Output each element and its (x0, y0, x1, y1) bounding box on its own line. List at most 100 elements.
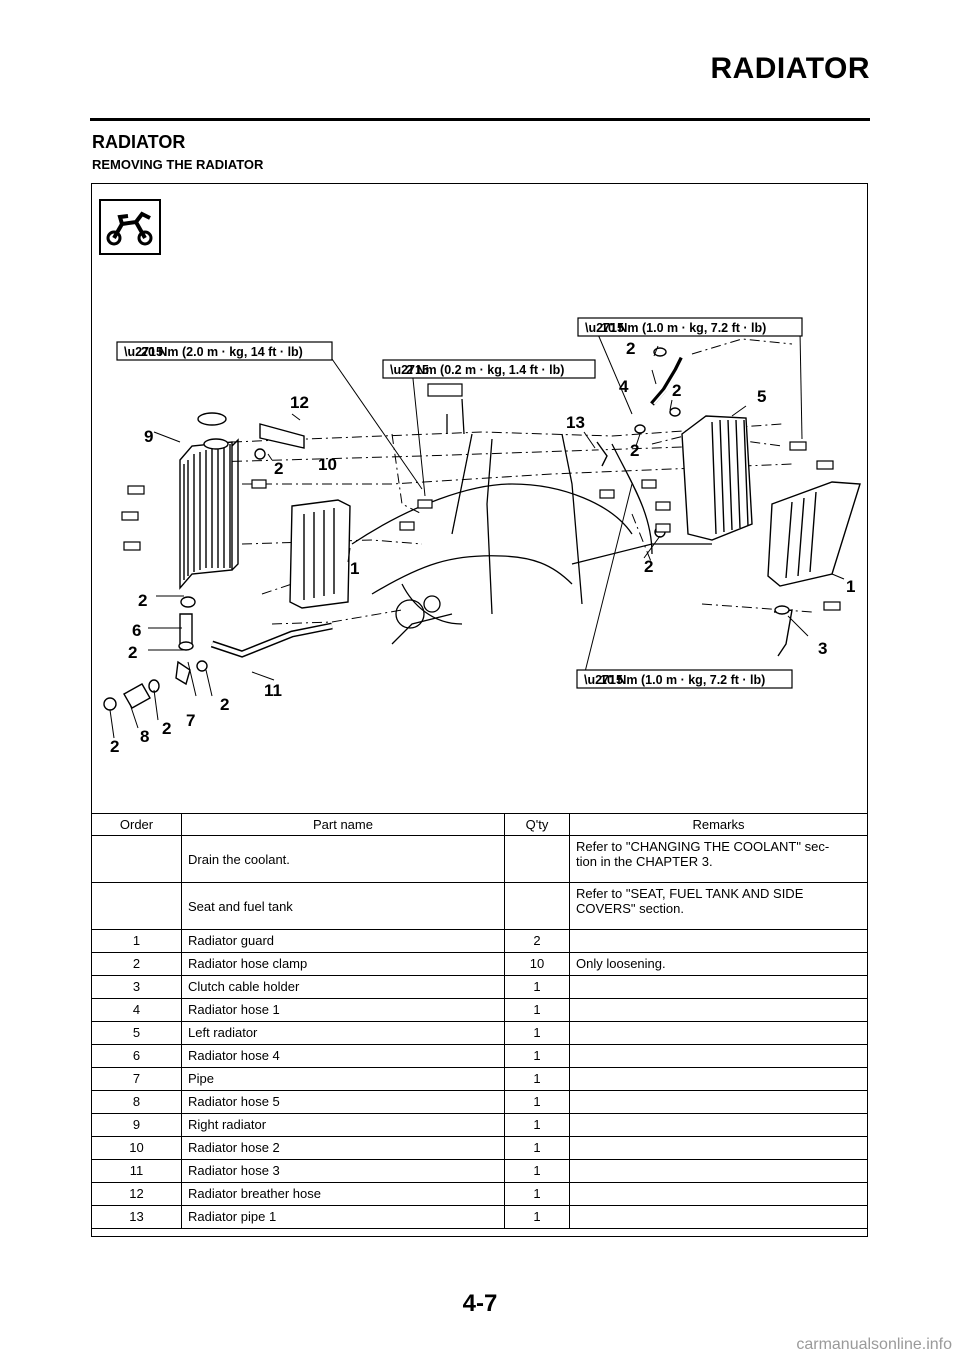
callout-13: 13 (566, 413, 585, 432)
order-cell: 11 (91, 1159, 182, 1183)
torque-spec-text: 20 Nm (2.0 m · kg, 14 ft · lb) (141, 345, 303, 359)
order-cell: 4 (91, 998, 182, 1022)
remarks-cell (569, 1067, 868, 1091)
torque-spec-text: 2 Nm (0.2 m · kg, 1.4 ft · lb) (406, 363, 564, 377)
remarks-cell (569, 1159, 868, 1183)
callout-1: 1 (846, 577, 855, 596)
table-header-row: Order Part name Q'ty Remarks (91, 813, 868, 836)
part-name-cell: Radiator hose 5 (181, 1090, 505, 1114)
section-subtitle: REMOVING THE RADIATOR (92, 157, 264, 172)
svg-text:\u2715: \u2715 (124, 345, 163, 359)
watermark: carmanualsonline.info (796, 1336, 952, 1353)
callout-2: 2 (644, 557, 653, 576)
column-header: Order (91, 813, 182, 836)
torque-spec-text: 10 Nm (1.0 m · kg, 7.2 ft · lb) (601, 321, 766, 335)
callout-10: 10 (318, 455, 337, 474)
remarks-cell: Only loosening. (569, 952, 868, 976)
remarks-cell (569, 1113, 868, 1137)
column-header: Part name (181, 813, 505, 836)
callout-8: 8 (140, 727, 149, 746)
qty-cell: 1 (504, 1182, 570, 1206)
radiator-guard-right-drawing (289, 499, 351, 609)
part-name-cell: Radiator guard (181, 929, 505, 953)
svg-text:\u2715: \u2715 (390, 363, 429, 377)
callout-2: 2 (128, 643, 137, 662)
part-name-cell: Drain the coolant. (181, 835, 505, 883)
page-number: 4-7 (462, 1290, 498, 1317)
order-cell: 1 (91, 929, 182, 953)
part-name-cell: Radiator hose 4 (181, 1044, 505, 1068)
order-cell: 13 (91, 1205, 182, 1229)
callout-numbers: 12 9 2 10 1 2 6 2 11 2 7 2 8 2 2 4 2 5 1… (110, 339, 855, 756)
order-cell: 10 (91, 1136, 182, 1160)
callout-2: 2 (138, 591, 147, 610)
svg-text:\u2715: \u2715 (585, 321, 624, 335)
callout-6: 6 (132, 621, 141, 640)
qty-cell: 1 (504, 1205, 570, 1229)
remarks-cell (569, 1044, 868, 1068)
part-name-cell: Radiator pipe 1 (181, 1205, 505, 1229)
remarks-cell (569, 1205, 868, 1229)
callout-2: 2 (274, 459, 283, 478)
right-radiator-drawing (179, 412, 239, 590)
remarks-cell: Refer to "SEAT, FUEL TANK AND SIDE COVER… (569, 882, 868, 930)
qty-cell: 1 (504, 998, 570, 1022)
page-header-title: RADIATOR (710, 52, 870, 85)
part-name-cell: Radiator hose 1 (181, 998, 505, 1022)
callout-9: 9 (144, 427, 153, 446)
qty-cell: 10 (504, 952, 570, 976)
radiator-guard-left-drawing (767, 481, 861, 587)
qty-cell: 1 (504, 1090, 570, 1114)
qty-cell: 1 (504, 1044, 570, 1068)
remarks-cell (569, 975, 868, 999)
part-name-cell: Pipe (181, 1067, 505, 1091)
remarks-cell: Refer to "CHANGING THE COOLANT" sec- tio… (569, 835, 868, 883)
torque-spec-box-2nm: \u2715 2 Nm (0.2 m · kg, 1.4 ft · lb) (382, 359, 596, 379)
callout-2: 2 (110, 737, 119, 756)
part-name-cell: Clutch cable holder (181, 975, 505, 999)
part-name-cell: Radiator hose 3 (181, 1159, 505, 1183)
part-name-cell: Right radiator (181, 1113, 505, 1137)
order-cell: 6 (91, 1044, 182, 1068)
qty-cell: 1 (504, 1159, 570, 1183)
qty-cell: 1 (504, 1021, 570, 1045)
callout-2: 2 (626, 339, 635, 358)
remarks-cell (569, 998, 868, 1022)
svg-text:\u2715: \u2715 (584, 673, 623, 687)
order-cell (91, 882, 182, 930)
callout-1: 1 (350, 559, 359, 578)
parts-table: Order Part name Q'ty Remarks Drain the c… (91, 813, 868, 1229)
callout-11: 11 (264, 681, 282, 700)
section-title: RADIATOR (92, 132, 186, 152)
remarks-cell (569, 1182, 868, 1206)
order-cell: 3 (91, 975, 182, 999)
callout-4: 4 (619, 377, 629, 396)
torque-spec-box-10nm-bottom: \u2715 10 Nm (1.0 m · kg, 7.2 ft · lb) (576, 669, 793, 689)
qty-cell: 2 (504, 929, 570, 953)
callout-12: 12 (290, 393, 309, 412)
remarks-cell (569, 1136, 868, 1160)
column-header: Remarks (569, 813, 868, 836)
qty-cell: 1 (504, 1113, 570, 1137)
order-cell: 9 (91, 1113, 182, 1137)
callout-7: 7 (186, 711, 195, 730)
motorcycle-icon (99, 199, 161, 255)
order-cell: 7 (91, 1067, 182, 1091)
part-name-cell: Left radiator (181, 1021, 505, 1045)
part-name-cell: Radiator breather hose (181, 1182, 505, 1206)
content-frame (91, 183, 868, 1237)
part-name-cell: Radiator hose 2 (181, 1136, 505, 1160)
part-name-cell: Radiator hose clamp (181, 952, 505, 976)
order-cell (91, 835, 182, 883)
